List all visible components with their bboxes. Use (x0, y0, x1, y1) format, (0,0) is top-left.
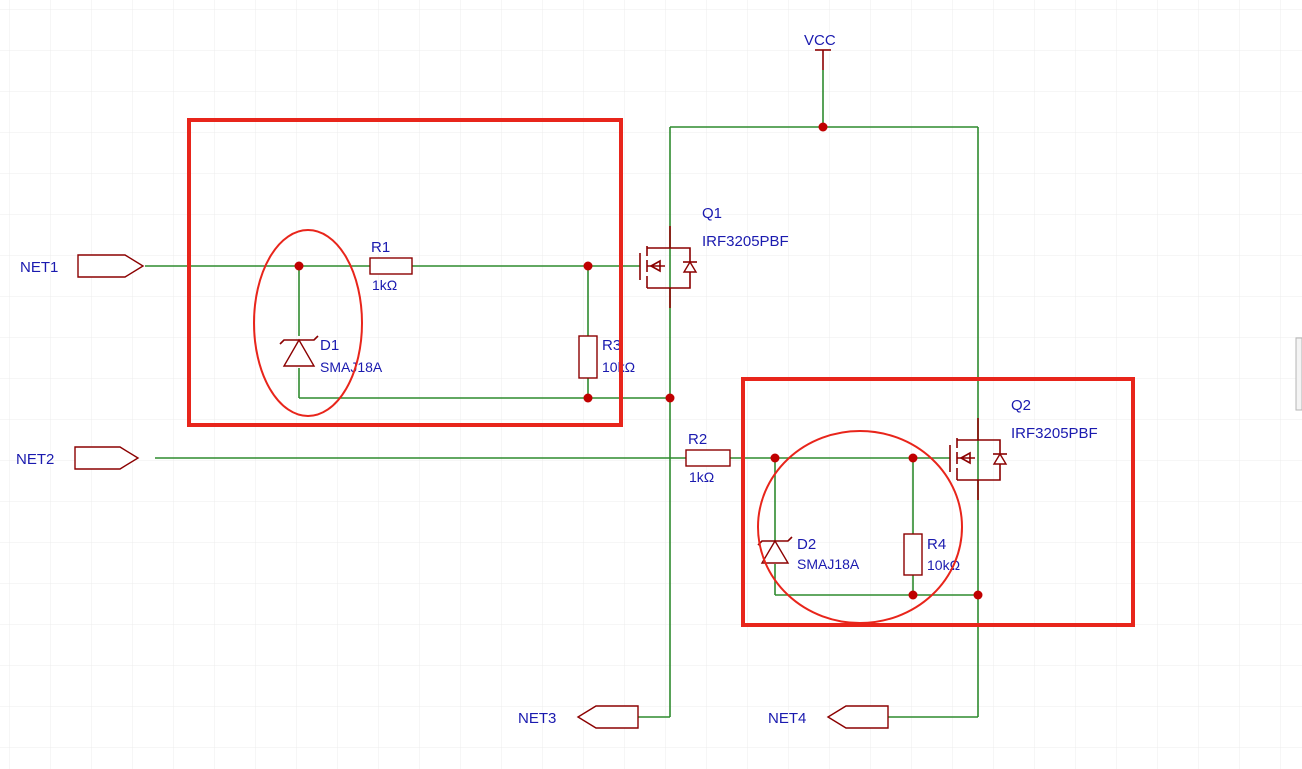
highlight-box-block2 (741, 377, 1135, 627)
mosfet-q2-value: IRF3205PBF (1011, 425, 1098, 442)
vcc-label: VCC (804, 32, 836, 49)
diode-d1-triangle (282, 338, 316, 367)
junction-dot (294, 261, 304, 271)
resistor-r1-body (369, 257, 413, 275)
port-net4-label: NET4 (768, 710, 806, 727)
mosfet-q2-arrow (959, 451, 971, 465)
junctions (294, 122, 983, 600)
diode-d1[interactable]: D1 SMAJ18A (279, 335, 383, 375)
highlight-annotations (187, 118, 1135, 627)
mosfet-q2-body-diode (992, 452, 1008, 465)
resistor-r1-value: 1kΩ (372, 277, 397, 293)
resistor-r3-value: 10kΩ (602, 359, 635, 375)
mosfet-q2[interactable]: Q2 IRF3205PBF (949, 397, 1098, 500)
resistor-r4-body (903, 533, 923, 576)
junction-dot (973, 590, 983, 600)
resistor-r2[interactable]: R2 1kΩ (685, 431, 731, 485)
junction-dot (818, 122, 828, 132)
highlight-ellipse-d1 (253, 229, 363, 417)
junction-dot (770, 453, 780, 463)
mosfet-q1[interactable]: Q1 IRF3205PBF (639, 205, 789, 308)
resistor-r3-body (578, 335, 598, 379)
resistor-r4[interactable]: R4 10kΩ (903, 533, 960, 576)
resistor-r3-ref: R3 (602, 337, 621, 354)
diode-d1-ref: D1 (320, 337, 339, 354)
junction-dot (583, 261, 593, 271)
resistor-r1[interactable]: R1 1kΩ (369, 239, 413, 293)
port-net4-shape (826, 705, 889, 729)
mosfet-q2-ref: Q2 (1011, 397, 1031, 414)
port-net4[interactable]: NET4 (768, 705, 889, 729)
resistor-r2-value: 1kΩ (689, 469, 714, 485)
highlight-ellipse-d2-r4 (757, 430, 963, 624)
port-net3-label: NET3 (518, 710, 556, 727)
resistor-r2-body (685, 449, 731, 467)
diode-d1-value: SMAJ18A (320, 359, 383, 375)
resistor-r4-ref: R4 (927, 536, 946, 553)
mosfet-q1-arrow (649, 259, 661, 273)
resistor-r1-ref: R1 (371, 239, 390, 256)
junction-dot (908, 590, 918, 600)
port-net1[interactable]: NET1 (20, 254, 145, 278)
mosfet-q1-ref: Q1 (702, 205, 722, 222)
port-net2-shape (74, 446, 140, 470)
vcc-symbol[interactable]: VCC (804, 32, 836, 70)
scrollbar-thumb[interactable] (1295, 337, 1302, 411)
junction-dot (665, 393, 675, 403)
port-net1-shape (77, 254, 145, 278)
junction-dot (908, 453, 918, 463)
resistor-r2-ref: R2 (688, 431, 707, 448)
port-net3[interactable]: NET3 (518, 705, 639, 729)
resistor-r3[interactable]: R3 10kΩ (578, 335, 635, 379)
diode-d2-ref: D2 (797, 536, 816, 553)
highlight-box-block1 (187, 118, 623, 427)
diode-d2-triangle (760, 539, 790, 564)
junction-dot (583, 393, 593, 403)
port-net3-shape (576, 705, 639, 729)
mosfet-q1-value: IRF3205PBF (702, 233, 789, 250)
mosfet-q1-body-diode (682, 260, 698, 273)
port-net1-label: NET1 (20, 259, 58, 276)
diode-d2-value: SMAJ18A (797, 556, 860, 572)
diode-d1-bar (279, 335, 319, 345)
port-net2[interactable]: NET2 (16, 446, 140, 470)
port-net2-label: NET2 (16, 451, 54, 468)
